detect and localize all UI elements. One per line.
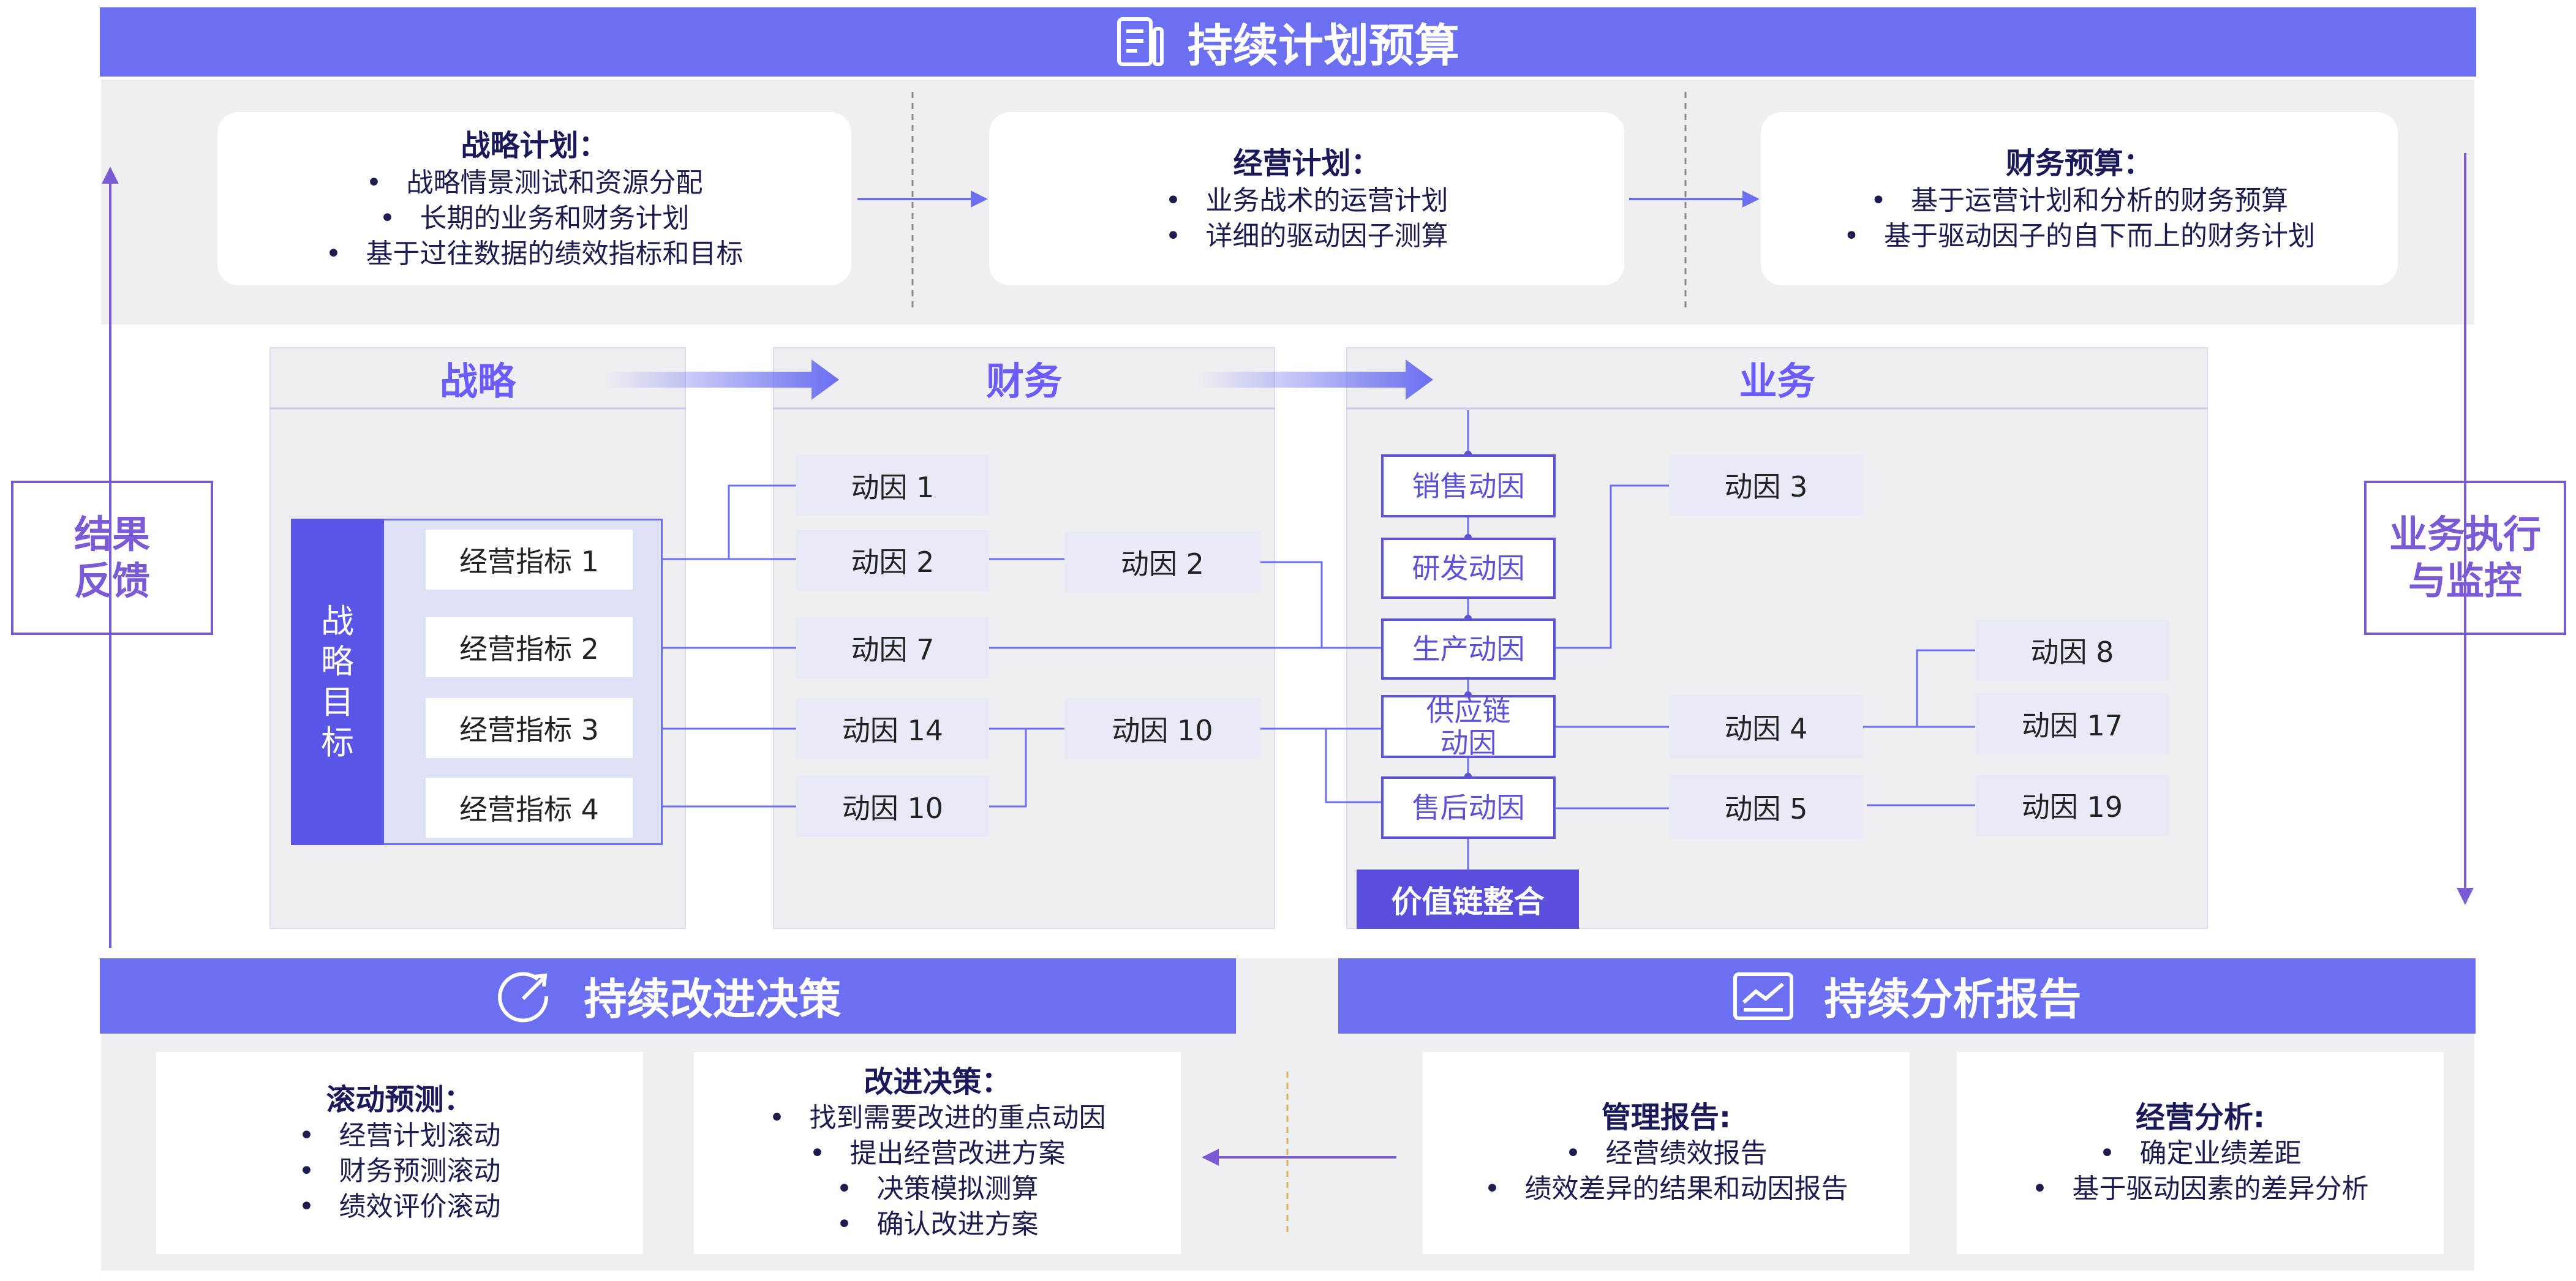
report-title: 滚动预测：: [326, 1083, 473, 1117]
report-item: 经营绩效报告: [1485, 1136, 1848, 1171]
management-report-box: 管理报告: 经营绩效报告 绩效差异的结果和动因报告: [1423, 1052, 1910, 1254]
finance-driver: 动因 10: [796, 776, 989, 837]
finance-header: 财务: [985, 359, 1062, 404]
report-item: 找到需要改进的重点动因: [769, 1100, 1105, 1136]
strategy-header: 战略: [439, 359, 516, 404]
finance-driver: 动因 2: [796, 530, 989, 591]
finance-driver: 动因 10: [1064, 698, 1260, 759]
result-feedback-box: 结果 反馈: [11, 481, 213, 635]
report-item: 确定业绩差距: [2032, 1136, 2369, 1171]
plan-card-strategy: 战略计划： 战略情景测试和资源分配 长期的业务和财务计划 基于过往数据的绩效指标…: [217, 112, 851, 285]
link: [1916, 649, 1975, 727]
link: [1556, 484, 1669, 649]
report-item: 财务预测滚动: [299, 1154, 500, 1189]
report-item: 绩效差异的结果和动因报告: [1485, 1171, 1848, 1207]
flow-arrow: [603, 359, 839, 400]
value-chain-integration: 价值链整合: [1357, 870, 1579, 929]
report-item: 绩效评价滚动: [299, 1189, 500, 1225]
chain-label: 动因: [1440, 726, 1497, 759]
plan-title: 经营计划：: [1233, 146, 1380, 181]
report-document-icon: [1117, 17, 1164, 66]
improvement-gauge-icon: [497, 971, 548, 1022]
finance-driver: 动因 2: [1064, 532, 1260, 593]
decision-band-title: 持续改进决策: [584, 974, 842, 1024]
link: [989, 729, 1027, 808]
business-driver: 动因 17: [1975, 693, 2169, 754]
report-item: 决策模拟测算: [769, 1171, 1106, 1207]
report-title: 改进决策：: [864, 1065, 1011, 1099]
goal-char: 标: [321, 723, 354, 762]
analysis-report-icon: [1733, 972, 1793, 1020]
plan-item: 业务战术的运营计划: [1166, 183, 1448, 219]
analysis-band: 持续分析报告: [1338, 958, 2476, 1034]
finance-driver: 动因 7: [796, 617, 989, 678]
decision-band: 持续改进决策: [100, 958, 1236, 1034]
plan-item: 详细的驱动因子测算: [1166, 219, 1448, 254]
operation-analysis-box: 经营分析: 确定业绩差距 基于驱动因素的差异分析: [1957, 1052, 2444, 1254]
business-driver: 动因 19: [1975, 775, 2169, 836]
top-band-title: 持续计划预算: [1188, 20, 1459, 72]
report-item: 确认改进方案: [769, 1207, 1106, 1242]
goal-char: 战: [321, 601, 354, 640]
finance-driver: 动因 14: [796, 698, 989, 759]
report-title: 管理报告:: [1601, 1100, 1731, 1135]
side-label: 反馈: [73, 558, 150, 603]
sales-driver: 销售动因: [1381, 454, 1556, 517]
goal-char: 目: [321, 682, 354, 721]
plan-title: 财务预算：: [2005, 146, 2153, 181]
metric-4: 经营指标 4: [426, 778, 633, 838]
plan-item: 基于运营计划和分析的财务预算: [1843, 183, 2315, 219]
business-driver: 动因 8: [1975, 620, 2169, 681]
rolling-forecast-box: 滚动预测： 经营计划滚动 财务预测滚动 绩效评价滚动: [156, 1052, 643, 1254]
report-title: 经营分析:: [2135, 1100, 2265, 1135]
report-item: 经营计划滚动: [299, 1118, 500, 1154]
plan-card-budget: 财务预算： 基于运营计划和分析的财务预算 基于驱动因子的自下而上的财务计划: [1761, 112, 2398, 285]
metric-3: 经营指标 3: [426, 698, 633, 758]
business-driver: 动因 3: [1669, 454, 1863, 516]
strategy-goal-label: 战 略 目 标: [291, 519, 384, 845]
report-item: 提出经营改进方案: [769, 1136, 1106, 1171]
chain-label: 供应链: [1426, 694, 1511, 727]
link: [1260, 561, 1323, 648]
metric-2: 经营指标 2: [426, 617, 633, 677]
after-sales-driver: 售后动因: [1381, 776, 1556, 839]
finance-driver: 动因 1: [796, 455, 989, 516]
business-header: 业务: [1739, 359, 1815, 404]
plan-item: 基于过往数据的绩效指标和目标: [326, 236, 743, 272]
plan-item: 基于驱动因子的自下而上的财务计划: [1843, 219, 2315, 254]
plan-title: 战略计划：: [461, 128, 608, 163]
metric-1: 经营指标 1: [426, 530, 633, 590]
plan-card-operation: 经营计划： 业务战术的运营计划 详细的驱动因子测算: [989, 112, 1624, 285]
production-driver: 生产动因: [1381, 618, 1556, 680]
side-label: 结果: [73, 512, 150, 557]
analysis-band-title: 持续分析报告: [1824, 974, 2082, 1024]
link: [1260, 727, 1381, 803]
plan-item: 战略情景测试和资源分配: [326, 165, 744, 201]
flow-arrow: [1197, 359, 1433, 400]
improvement-decision-box: 改进决策： 找到需要改进的重点动因 提出经营改进方案 决策模拟测算 确认改进方案: [694, 1052, 1181, 1254]
supply-chain-driver: 供应链 动因: [1381, 694, 1556, 759]
report-item: 基于驱动因素的差异分析: [2032, 1171, 2368, 1207]
top-band: 持续计划预算: [100, 7, 2476, 77]
goal-char: 略: [321, 642, 354, 681]
rd-driver: 研发动因: [1381, 538, 1556, 599]
business-driver: 动因 4: [1669, 695, 1863, 758]
business-driver: 动因 5: [1669, 775, 1863, 839]
plan-item: 长期的业务和财务计划: [326, 201, 744, 236]
